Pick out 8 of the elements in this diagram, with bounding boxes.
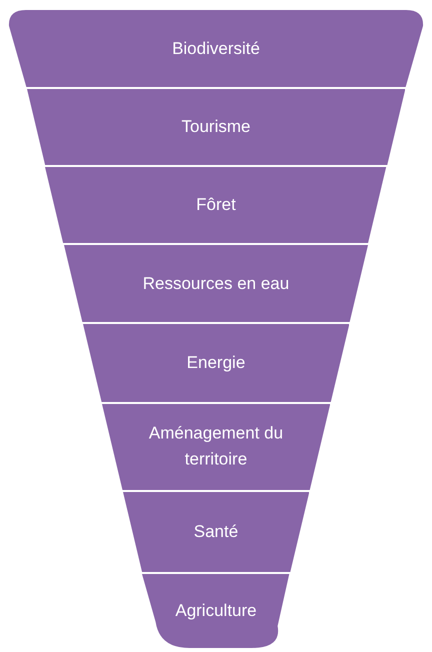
band-label: Santé [194, 520, 238, 543]
band-label: Agriculture [175, 600, 257, 622]
band-label: Aménagement du territoire [148, 422, 284, 471]
band-label: Fôret [196, 194, 236, 216]
band-label: Ressources en eau [142, 272, 290, 294]
band-label: Tourisme [182, 116, 250, 138]
band-label: Biodiversité [172, 37, 260, 60]
band-label: Energie [186, 352, 246, 374]
